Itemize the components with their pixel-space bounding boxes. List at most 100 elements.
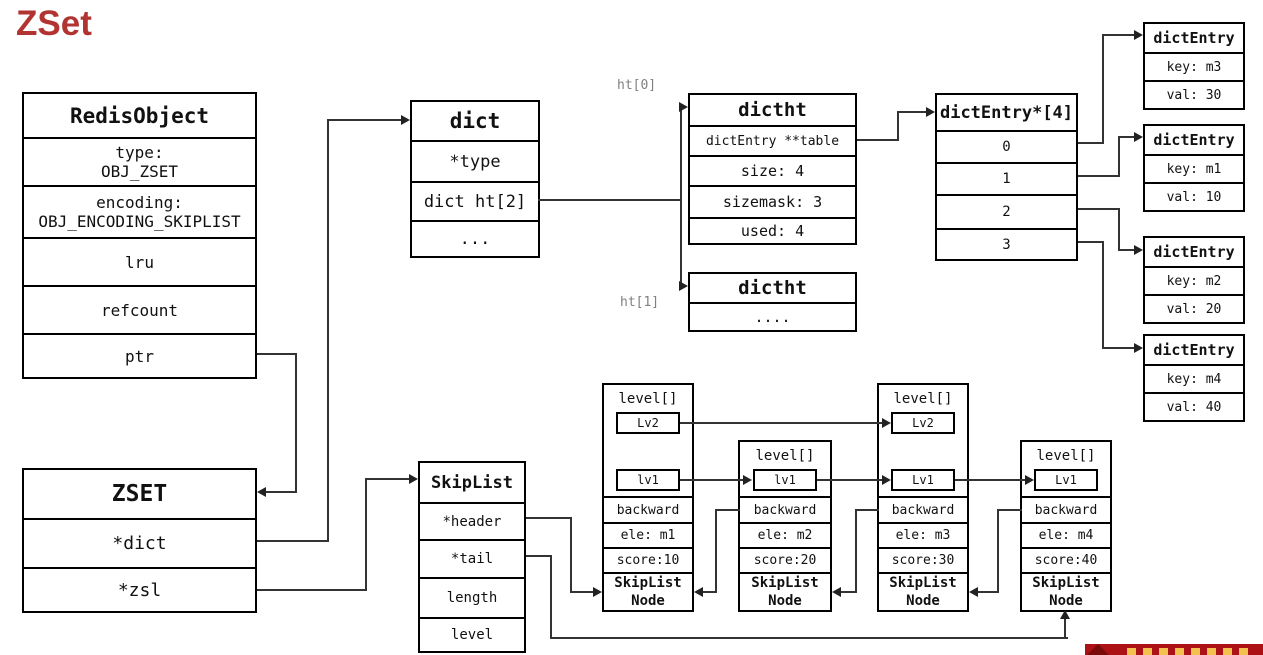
connector-line (295, 353, 297, 493)
skiplist-header-field: *header (420, 502, 524, 539)
arrowhead (1025, 475, 1034, 485)
connector-line (1102, 34, 1134, 36)
ht1-label: ht[1] (620, 295, 660, 310)
connector-line (715, 509, 740, 511)
dictentry-array-slot-1: 1 (937, 162, 1076, 194)
level-array-label: level[] (755, 447, 815, 464)
dictht1-title: dictht (738, 277, 807, 299)
connector-line (978, 591, 999, 593)
connector-line (538, 199, 682, 201)
connector-line (841, 591, 857, 593)
connector-line (1102, 347, 1134, 349)
score-field: score:40 (1022, 547, 1110, 572)
connector-line (570, 591, 593, 593)
score-field: score:20 (740, 547, 830, 572)
redisobject-encoding-field: encoding: OBJ_ENCODING_SKIPLIST (24, 185, 255, 237)
dictht0-sizemask-field: sizemask: 3 (690, 185, 855, 217)
clipped-watermark-text (1127, 648, 1253, 655)
skiplist-tail-field: *tail (420, 539, 524, 577)
level1-pointer-box: Lv1 (891, 469, 955, 491)
skiplist-level-field: level (420, 617, 524, 651)
arrowhead (882, 418, 891, 428)
redisobject-refcount-field: refcount (24, 285, 255, 333)
connector-line (526, 517, 572, 519)
level-array-label: level[] (618, 390, 678, 407)
arrowhead (694, 587, 703, 597)
arrowhead (926, 107, 935, 117)
dictentry-box-m2: dictEntry key: m2 val: 20 (1143, 236, 1245, 324)
skiplist-node-1: level[] Lv2 lv1 backward ele: m1 score:1… (602, 383, 694, 612)
level2-pointer-box: Lv2 (891, 412, 955, 434)
dictentry-title: dictEntry (1153, 131, 1235, 149)
connector-line (997, 509, 1022, 511)
connector-line (1078, 208, 1120, 210)
level2-pointer-box: Lv2 (616, 412, 680, 434)
connector-line (1118, 249, 1134, 251)
skiplist-node-4: level[] Lv1 backward ele: m4 score:40 Sk… (1020, 440, 1112, 612)
dictentry-array-slot-0: 0 (937, 130, 1076, 162)
arrowhead (1134, 245, 1143, 255)
connector-line (570, 517, 572, 593)
connector-line (1078, 142, 1104, 144)
arrowhead (679, 281, 688, 291)
arrowhead (1060, 610, 1070, 619)
redisobject-lru-field: lru (24, 237, 255, 285)
score-field: score:10 (604, 547, 692, 572)
dictentry-array-slot-2: 2 (937, 194, 1076, 228)
connector-line (1102, 241, 1104, 349)
redisobject-ptr-field: ptr (24, 333, 255, 377)
level1-pointer-box: lv1 (616, 469, 680, 491)
ht0-label: ht[0] (617, 78, 657, 93)
connector-line (955, 479, 1027, 481)
dictentry-key: key: m1 (1145, 154, 1243, 182)
ele-field: ele: m4 (1022, 522, 1110, 547)
ele-field: ele: m3 (879, 522, 967, 547)
connector-line (1118, 136, 1120, 177)
connector-line (855, 509, 879, 511)
connector-line (715, 509, 717, 593)
connector-line (680, 106, 682, 287)
arrowhead (1134, 343, 1143, 353)
level1-pointer-box: Lv1 (1034, 469, 1098, 491)
connector-line (1118, 136, 1134, 138)
arrowhead (401, 115, 410, 125)
arrowhead (743, 475, 752, 485)
zset-zsl-field: *zsl (24, 567, 255, 611)
backward-field: backward (740, 496, 830, 522)
level-array-label: level[] (1036, 447, 1096, 464)
connector-line (897, 111, 926, 113)
arrowhead (832, 587, 841, 597)
connector-line (257, 353, 297, 355)
connector-line (327, 119, 329, 542)
connector-line (897, 111, 899, 141)
dictht0-used-field: used: 4 (690, 217, 855, 243)
skiplist-node-2: level[] lv1 backward ele: m2 score:20 Sk… (738, 440, 832, 612)
node-footer-label: SkipList Node (604, 572, 692, 610)
connector-line (817, 479, 884, 481)
connector-line (257, 540, 329, 542)
arrowhead (969, 587, 978, 597)
zset-dict-field: *dict (24, 518, 255, 567)
dictentry-key: key: m2 (1145, 266, 1243, 294)
dictentry-array-slot-3: 3 (937, 228, 1076, 259)
level-array-label: level[] (893, 390, 953, 407)
arrowhead (679, 102, 688, 112)
connector-line (703, 591, 717, 593)
skiplist-node-3: level[] Lv2 Lv1 backward ele: m3 score:3… (877, 383, 969, 612)
ribbon-fold-icon (1087, 644, 1109, 655)
dictentry-val: val: 30 (1145, 80, 1243, 108)
dictentry-key: key: m3 (1145, 52, 1243, 80)
dictentry-title: dictEntry (1153, 243, 1235, 261)
arrowhead (1134, 30, 1143, 40)
arrowhead (257, 487, 266, 497)
ele-field: ele: m1 (604, 522, 692, 547)
dictentry-val: val: 40 (1145, 392, 1243, 420)
connector-line (550, 555, 552, 639)
dict-box: dict *type dict ht[2] ... (410, 100, 540, 258)
connector-line (997, 509, 999, 593)
redisobject-title: RedisObject (69, 103, 210, 128)
dictentry-array-title: dictEntry*[4] (939, 102, 1074, 123)
dictht0-size-field: size: 4 (690, 155, 855, 185)
connector-line (526, 555, 552, 557)
